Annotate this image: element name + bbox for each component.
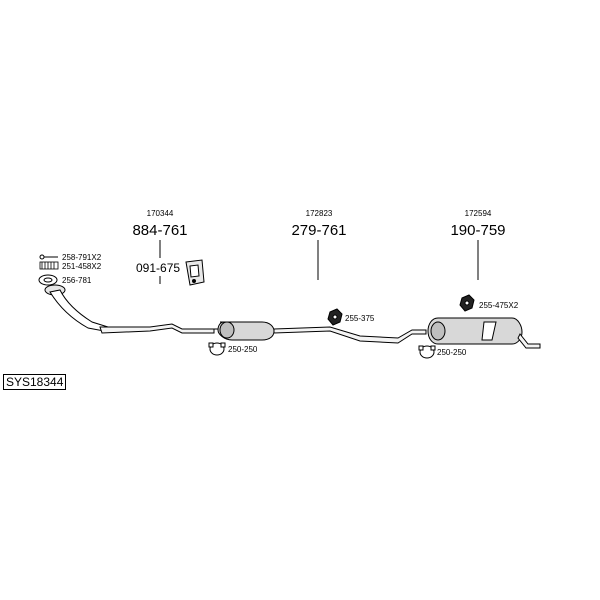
rubber-mount-middle-icon: [327, 308, 343, 326]
middle-silencer-ref: 172823: [306, 209, 333, 218]
gasket-icon: [38, 274, 58, 286]
clamp-front-label[interactable]: 250-250: [228, 345, 258, 354]
diagram-code: SYS18344: [6, 375, 64, 389]
clamp-front-icon: [208, 342, 226, 356]
spring-icon: [39, 261, 59, 270]
rear-silencer-ref: 172594: [465, 209, 492, 218]
bolt-icon: [39, 254, 58, 260]
gasket-label[interactable]: 256-781: [62, 276, 92, 285]
middle-silencer: [210, 321, 427, 344]
bolt-kit-label[interactable]: 258-791X2: [62, 253, 102, 262]
rear-silencer-part[interactable]: 190-759: [450, 222, 505, 239]
bracket-icon: [185, 259, 205, 286]
bracket-part-label[interactable]: 091-675: [136, 261, 180, 275]
spring-kit-label[interactable]: 251-458X2: [62, 262, 102, 271]
rear-silencer: [427, 317, 541, 349]
rubber-mount-rear-icon: [459, 294, 475, 312]
front-pipe-part[interactable]: 884-761: [132, 222, 187, 239]
front-pipe: [44, 284, 215, 334]
clamp-rear-icon: [418, 345, 436, 359]
middle-silencer-part[interactable]: 279-761: [291, 222, 346, 239]
front-pipe-ref: 170344: [147, 209, 174, 218]
rubber-mount-rear-label[interactable]: 255-475X2: [479, 301, 519, 310]
rubber-mount-middle-label[interactable]: 255-375: [345, 314, 375, 323]
clamp-rear-label[interactable]: 250-250: [437, 348, 467, 357]
diagram-code-box: SYS18344: [3, 374, 67, 390]
